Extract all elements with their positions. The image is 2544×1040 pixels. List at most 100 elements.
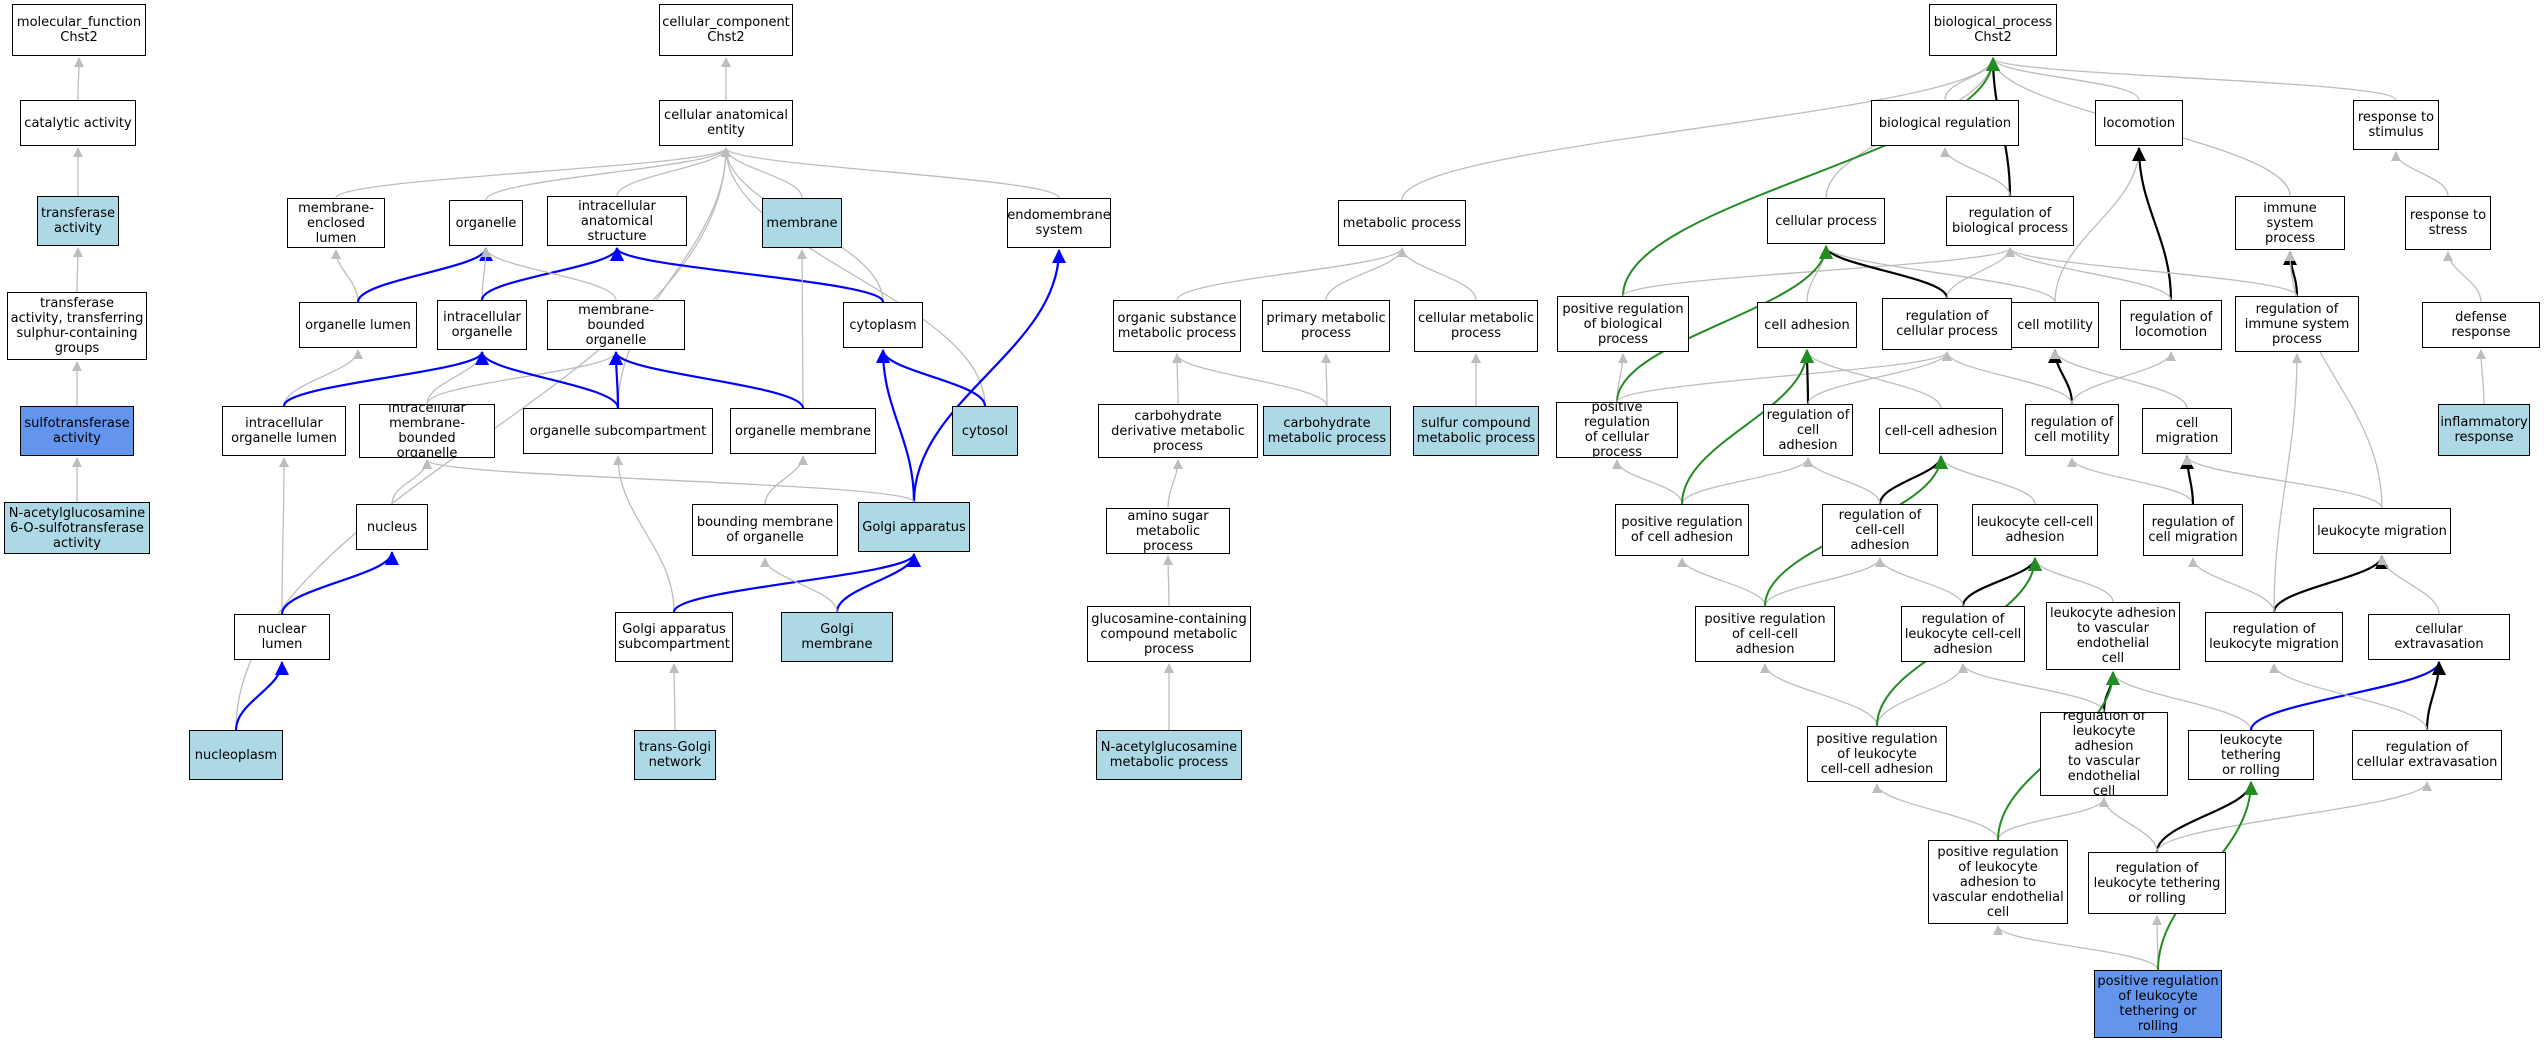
edge-catalytic-to-mf_root: [73, 57, 84, 101]
edge-reg_motility-to-reg_cp: [1942, 351, 2073, 405]
go-term-node-org-subcomp: organelle subcompartment: [523, 408, 713, 454]
go-term-node-reg-bp: regulation of biological process: [1946, 196, 2074, 246]
go-term-node-nag-mp: N-acetylglucosamine metabolic process: [1096, 730, 1242, 780]
go-term-node-lccadh: leukocyte cell-cell adhesion: [1972, 504, 2098, 556]
go-term-node-golgi: Golgi apparatus: [858, 502, 970, 552]
go-term-node-golgi-mem: Golgi membrane: [781, 612, 893, 662]
edge-response_stim-to-bp_root: [1988, 57, 2397, 101]
go-term-node-intra-org: intracellular organelle: [437, 300, 527, 350]
edge-pos_reg_ccadh-to-reg_ccadh: [1764, 557, 1885, 607]
edge-cytosol-to-cytoplasm: [876, 349, 987, 407]
edge-membrane-to-cae: [721, 147, 803, 199]
edge-nucleoplasm-to-nuclear_lumen: [234, 661, 289, 731]
edge-reg_bp-to-bio_reg: [1940, 147, 2011, 197]
edge-endomembrane-to-cae: [721, 147, 1060, 199]
go-term-node-mf-root: molecular_function Chst2: [12, 4, 146, 56]
edge-reg_loco-to-reg_bp: [2005, 247, 2172, 301]
edge-reg_extrav-to-reg_leuk_mig: [2269, 663, 2428, 731]
edge-org_subcomp-to-intra_org: [475, 351, 620, 409]
edge-lccadh-to-ccadh: [1936, 455, 2036, 505]
edge-reg_teth-to-reg_lave: [2099, 797, 2158, 853]
edge-pos_reg_ca-to-cell_adhesion: [1681, 349, 1814, 505]
edge-nuclear_lumen-to-intra_org_lumen: [278, 457, 289, 615]
go-term-node-metabolic: metabolic process: [1338, 200, 1466, 246]
edge-ias-to-cae: [616, 147, 731, 197]
go-term-node-ias: intracellular anatomical structure: [547, 196, 687, 246]
go-term-node-pos-reg-teth: positive regulation of leukocyte tetheri…: [2094, 970, 2222, 1038]
edge-reg_ccadh-to-reg_ca: [1803, 457, 1881, 505]
edge-cdmp-to-osmp: [1172, 353, 1183, 405]
edge-transferase_sulphur-to-transferase: [72, 247, 83, 293]
go-term-node-cell-motility: cell motility: [2011, 302, 2099, 348]
edge-mbo-to-organelle: [481, 247, 617, 301]
edge-reg_lccadh-to-reg_ccadh: [1875, 557, 1964, 607]
edge-carb_mp-to-pmp: [1321, 353, 1332, 407]
go-term-node-pos-reg-ca: positive regulation of cell adhesion: [1615, 504, 1749, 556]
go-term-node-pos-reg-ccadh: positive regulation of cell-cell adhesio…: [1695, 606, 1835, 662]
go-term-node-reg-motility: regulation of cell motility: [2025, 404, 2119, 456]
go-term-node-pmp: primary metabolic process: [1262, 300, 1390, 352]
edge-ccadh-to-cell_adhesion: [1802, 349, 1942, 409]
edge-golgi-to-imbo: [422, 459, 915, 503]
edge-golgi_mem-to-golgi: [835, 553, 921, 613]
edge-pos_reg_cp-to-cellular_process: [1616, 245, 1833, 403]
edge-org_lumen-to-organelle: [356, 247, 493, 303]
edge-reg_cm-to-reg_motility: [2067, 457, 2194, 505]
go-term-node-reg-cp: regulation of cellular process: [1882, 298, 2012, 350]
edge-cell_motility-to-locomotion: [2054, 147, 2144, 303]
go-term-node-nag6o: N-acetylglucosamine 6-O-sulfotransferase…: [4, 502, 150, 554]
edge-intra_org-to-organelle: [480, 247, 491, 301]
go-term-node-immune: immune system process: [2235, 196, 2345, 250]
edge-org_subcomp-to-cae: [617, 147, 731, 409]
go-term-node-cae: cellular anatomical entity: [659, 100, 793, 146]
go-term-node-reg-ca: regulation of cell adhesion: [1763, 404, 1853, 456]
edge-reg_leuk_mig-to-reg_immune: [2273, 353, 2302, 613]
go-term-node-bio-reg: biological regulation: [1871, 100, 2019, 146]
edge-golgi_sub-to-org_subcomp: [613, 455, 675, 613]
go-term-node-pos-reg-bp: positive regulation of biological proces…: [1557, 296, 1689, 352]
go-term-node-golgi-sub: Golgi apparatus subcompartment: [615, 612, 733, 662]
go-term-node-endomembrane: endomembrane system: [1007, 198, 1111, 248]
edge-pos_reg_lave-to-reg_lave: [1997, 797, 2109, 841]
go-term-node-pos-reg-lave: positive regulation of leukocyte adhesio…: [1928, 840, 2068, 924]
go-term-node-reg-immune: regulation of immune system process: [2235, 296, 2359, 352]
go-term-node-intra-org-lumen: intracellular organelle lumen: [222, 406, 346, 456]
go-term-node-cmp: cellular metabolic process: [1414, 300, 1538, 352]
edge-metabolic-to-bp_root: [1401, 57, 1998, 201]
edge-reg_motility-to-reg_loco: [2071, 351, 2176, 405]
go-term-node-sulfur-mp: sulfur compound metabolic process: [1413, 406, 1539, 456]
edge-reg_motility-to-cell_motility: [2048, 349, 2074, 405]
edge-reg_cp-to-reg_bp: [1946, 247, 2015, 299]
go-term-node-catalytic: catalytic activity: [20, 100, 136, 146]
go-term-node-imbo: intracellular membrane-bounded organelle: [359, 404, 495, 458]
edge-reg_teth-to-reg_extrav: [2156, 781, 2432, 853]
go-term-node-cell-adhesion: cell adhesion: [1757, 302, 1857, 348]
edge-pos_reg_lccadh-to-reg_lccadh: [1876, 663, 1968, 727]
edge-osmp-to-metabolic: [1176, 247, 1407, 301]
go-term-node-locomotion: locomotion: [2095, 100, 2183, 146]
go-term-node-amino-sugar: amino sugar metabolic process: [1106, 508, 1230, 554]
edge-reg_loco-to-locomotion: [2132, 147, 2173, 301]
go-term-node-nucleus: nucleus: [356, 504, 428, 550]
go-term-node-carb-mp: carbohydrate metabolic process: [1263, 406, 1391, 456]
edge-pos_reg_ca-to-pos_reg_cp: [1612, 459, 1683, 505]
edge-golgi-to-cytoplasm: [876, 349, 916, 503]
go-term-node-reg-extrav: regulation of cellular extravasation: [2352, 730, 2502, 780]
edge-intra_org-to-ias: [480, 247, 624, 301]
go-term-node-org-lumen: organelle lumen: [299, 302, 417, 348]
go-term-node-nucleoplasm: nucleoplasm: [189, 730, 283, 780]
edge-reg_lccadh-to-lccadh: [1961, 557, 2042, 607]
go-term-node-reg-leuk-mig: regulation of leukocyte migration: [2205, 612, 2343, 662]
edge-pos_reg_cp-to-reg_cp: [1616, 351, 1952, 403]
edge-trans_golgi-to-golgi_sub: [669, 663, 680, 731]
go-term-node-cellular-process: cellular process: [1767, 198, 1885, 244]
go-term-node-mbo: membrane-bounded organelle: [547, 300, 685, 350]
edge-golgi-to-endomembrane: [912, 249, 1066, 503]
go-term-node-reg-lccadh: regulation of leukocyte cell-cell adhesi…: [1901, 606, 2025, 662]
edge-imbo-to-mbo: [426, 351, 621, 405]
edge-golgi_sub-to-golgi: [672, 553, 921, 613]
edge-cmp-to-metabolic: [1397, 247, 1477, 301]
edge-cytoplasm-to-ias: [610, 247, 885, 303]
edge-nuclear_lumen-to-nucleus: [280, 551, 399, 615]
go-term-node-ccadh: cell-cell adhesion: [1879, 408, 2003, 454]
